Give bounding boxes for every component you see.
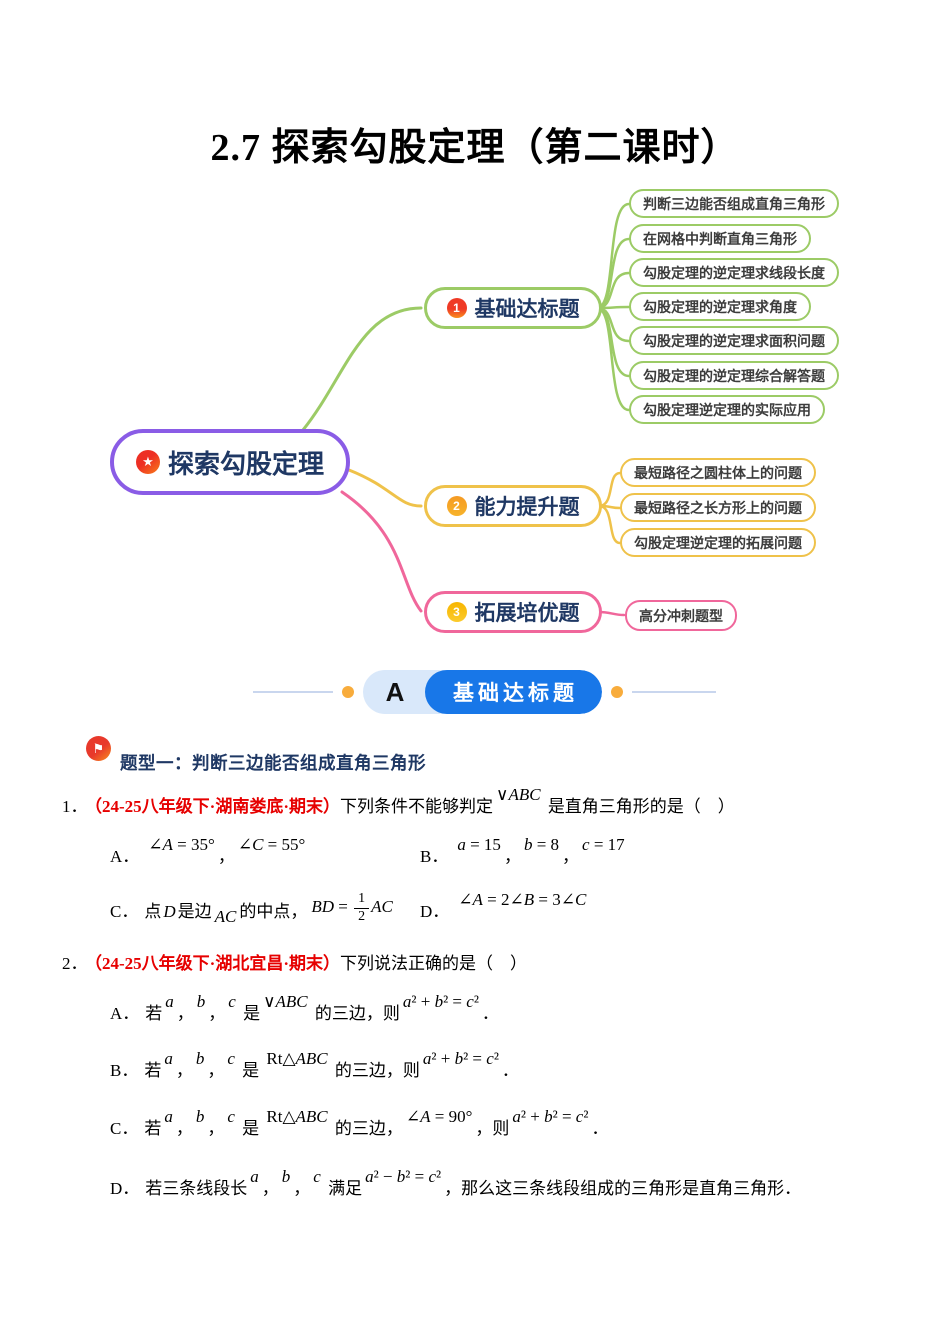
mindmap-root-label: 探索勾股定理 [167, 448, 324, 479]
flag-icon: ⚑ [86, 736, 111, 761]
mindmap-root-node: ★ 探索勾股定理 [110, 429, 350, 495]
number-3-icon: 3 [446, 602, 467, 622]
mindmap-leaf: 最短路径之圆柱体上的问题 [620, 458, 816, 487]
branch-label: 基础达标题 [474, 298, 580, 321]
section-title: 基础达标题 [425, 670, 602, 714]
question-1-stem: 1．（24-25八年级下·湖南娄底·期末）下列条件不能够判定∨ABC 是直角三角… [62, 785, 735, 816]
mindmap-leaf: 勾股定理逆定理的拓展问题 [620, 528, 816, 557]
branch-node-ability: 2 能力提升题 [424, 485, 602, 527]
mindmap-leaf: 高分冲刺题型 [625, 600, 737, 631]
mindmap-leaf: 勾股定理的逆定理求面积问题 [629, 326, 839, 355]
branch-label: 拓展培优题 [474, 602, 580, 625]
branch-node-basic: 1 基础达标题 [424, 287, 602, 329]
page-title: 2.7 探索勾股定理（第二课时） [210, 127, 740, 169]
divider-line-right [632, 691, 716, 693]
question-1-option-a: A．∠A = 35°，∠C = 55° [110, 835, 306, 866]
mindmap-leaf: 勾股定理的逆定理综合解答题 [629, 361, 839, 390]
number-2-icon: 2 [446, 496, 467, 516]
topic-title: 题型一：判断三边能否组成直角三角形 [120, 753, 426, 773]
question-2-option-d: D．若三条线段长a，b，c 满足a² − b² = c²，那么这三条线段组成的三… [110, 1167, 802, 1198]
divider-dot-left [342, 686, 354, 698]
question-2-option-c: C．若a，b，c 是 Rt△ABC 的三边，∠A = 90°，则a² + b² … [110, 1107, 609, 1138]
mindmap-leaf: 判断三边能否组成直角三角形 [629, 189, 839, 218]
question-1-option-d: D．∠A = 2∠B = 3∠C [420, 890, 587, 921]
mindmap-leaf: 勾股定理的逆定理求角度 [629, 292, 811, 321]
branch-label: 能力提升题 [474, 496, 580, 519]
question-1-option-b: B．a = 15，b = 8，c = 17 [420, 835, 625, 866]
number-1-icon: 1 [446, 298, 467, 318]
question-2-stem: 2．（24-25八年级下·湖北宜昌·期末）下列说法正确的是（ ） [62, 954, 527, 973]
star-icon: ★ [135, 450, 160, 474]
divider-dot-right [611, 686, 623, 698]
mindmap-leaf: 最短路径之长方形上的问题 [620, 493, 816, 522]
section-header: A 基础达标题 [253, 670, 716, 714]
question-2-option-b: B．若a，b，c 是 Rt△ABC 的三边，则a² + b² = c²． [110, 1049, 519, 1080]
question-2-option-a: A．若a，b，c 是∨ABC 的三边，则a² + b² = c²． [110, 992, 499, 1023]
section-pill: A 基础达标题 [363, 670, 602, 714]
mindmap-leaf: 在网格中判断直角三角形 [629, 224, 811, 253]
branch-node-advanced: 3 拓展培优题 [424, 591, 602, 633]
topic-heading: ⚑ 题型一：判断三边能否组成直角三角形 [86, 736, 426, 775]
mindmap-leaf: 勾股定理的逆定理求线段长度 [629, 258, 839, 287]
mindmap-leaf: 勾股定理逆定理的实际应用 [629, 395, 825, 424]
divider-line-left [253, 691, 333, 693]
